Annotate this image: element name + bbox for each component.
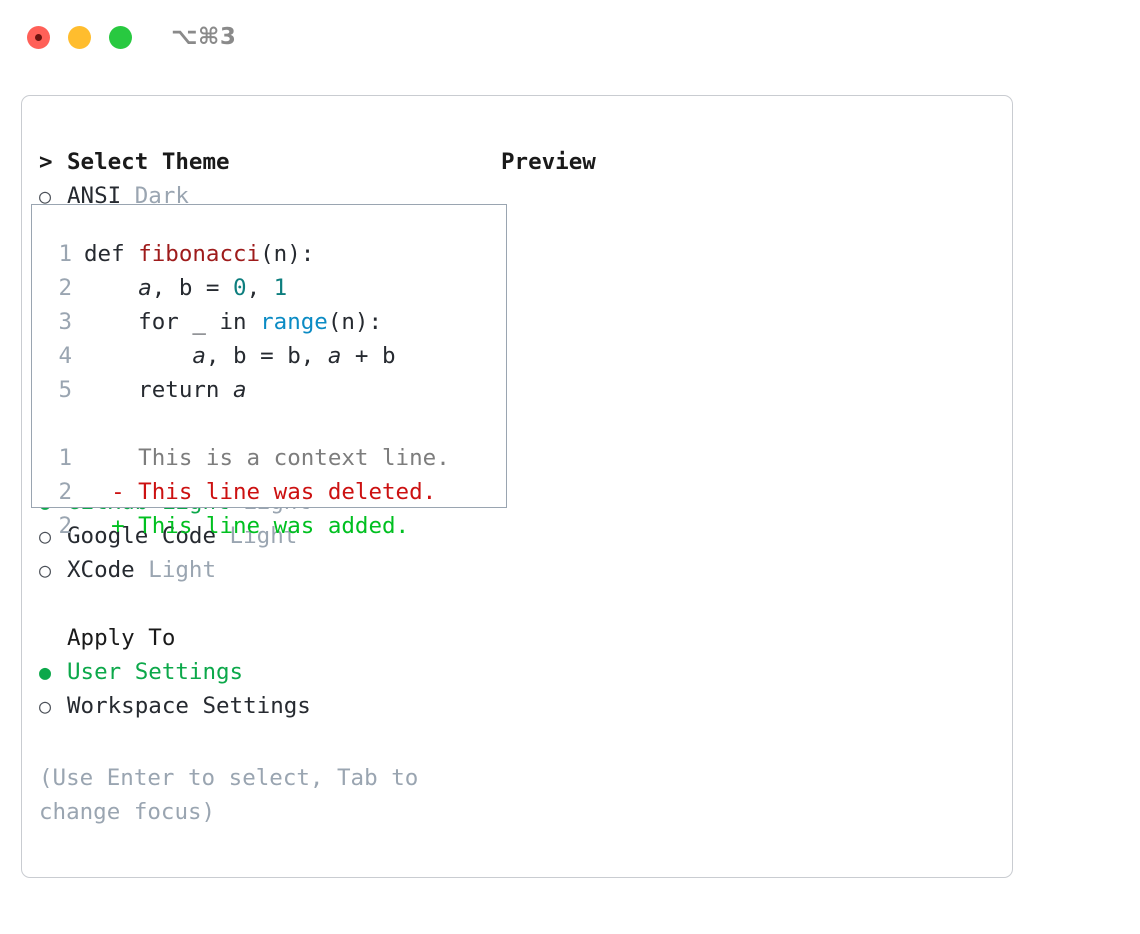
code-token-plain: def — [84, 241, 139, 267]
radio-unselected-icon: ○ — [39, 524, 52, 548]
window-titlebar: ⌥⌘3 — [0, 0, 1140, 78]
code-token-var: a — [138, 275, 152, 301]
keyboard-shortcut-label: ⌥⌘3 — [171, 24, 237, 50]
diff-line-text-del: - This line was deleted. — [84, 479, 437, 505]
minimize-window-icon[interactable] — [68, 26, 91, 49]
code-token-var: a — [233, 377, 247, 403]
theme-picker-header: > Select Theme — [39, 149, 499, 183]
traffic-light-buttons — [27, 26, 132, 49]
diff-line: 2 - This line was deleted. — [46, 479, 506, 513]
code-token-plain: + b — [341, 343, 396, 369]
diff-line-text-context: This is a context line. — [84, 445, 450, 471]
diff-line-number: 2 — [58, 513, 72, 539]
code-line: 3 for _ in range(n): — [46, 309, 506, 343]
diff-line-number: 1 — [58, 445, 72, 471]
prompt-caret-icon: > — [39, 149, 53, 175]
code-line-number: 1 — [58, 241, 72, 267]
theme-variant-tag: Light — [134, 557, 217, 583]
apply-to-header-row: Apply To — [39, 625, 499, 659]
code-line-number: 2 — [58, 275, 72, 301]
maximize-window-icon[interactable] — [109, 26, 132, 49]
diff-line-number: 2 — [58, 479, 72, 505]
code-line: 2 a, b = 0, 1 — [46, 275, 506, 309]
radio-unselected-icon: ○ — [39, 558, 52, 582]
keyboard-hint-text: (Use Enter to select, Tab to change focu… — [39, 765, 419, 825]
code-token-plain — [84, 343, 192, 369]
apply-to-title: Apply To — [67, 625, 176, 651]
code-token-plain: for _ in — [84, 309, 261, 335]
theme-picker-title: Select Theme — [67, 149, 230, 175]
code-token-plain: (n): — [327, 309, 383, 335]
code-token-plain: , b = — [151, 275, 234, 301]
apply-to-option[interactable]: ○ Workspace Settings — [39, 693, 499, 727]
code-token-num: 1 — [273, 275, 288, 301]
apply-to-options: ● User Settings ○ Workspace Settings — [39, 659, 499, 727]
radio-unselected-icon: ○ — [39, 184, 52, 208]
apply-to-label: Workspace Settings — [67, 693, 311, 719]
theme-list-item[interactable]: ○ Google Code Light — [39, 523, 499, 557]
code-token-builtin: range — [260, 309, 328, 335]
theme-variant-tag: Light — [216, 523, 298, 549]
radio-unselected-icon: ○ — [39, 694, 52, 718]
code-line-number: 5 — [58, 377, 72, 403]
code-token-plain: return — [84, 377, 234, 403]
code-line: 4 a, b = b, a + b — [46, 343, 506, 377]
apply-to-header-marker — [39, 627, 67, 650]
preview-column: Preview — [501, 149, 991, 205]
code-diff-spacer — [46, 411, 506, 445]
radio-selected-icon: ● — [39, 660, 52, 684]
apply-to-label: User Settings — [67, 659, 244, 685]
code-token-var: a — [192, 343, 206, 369]
code-token-plain — [84, 275, 138, 301]
apply-to-option[interactable]: ● User Settings — [39, 659, 499, 693]
theme-name-label: XCode — [67, 557, 135, 583]
code-line: 1 def fibonacci(n): — [46, 241, 506, 275]
diff-line-text-add: + This line was added. — [84, 513, 410, 539]
code-token-plain: (n): — [260, 241, 315, 267]
close-window-icon[interactable] — [27, 26, 50, 49]
code-line-number: 3 — [58, 309, 72, 335]
code-token-plain: , b = b, — [205, 343, 328, 369]
diff-line: 2 + This line was added. — [46, 513, 506, 547]
diff-sample: 1 This is a context line.2 - This line w… — [46, 445, 506, 547]
list-spacer — [39, 591, 499, 625]
main-panel: > Select Theme ○ANSI Dark○Atom One Dark○… — [21, 95, 1013, 878]
theme-name-label: Google Code — [67, 523, 217, 549]
diff-line: 1 This is a context line. — [46, 445, 506, 479]
code-token-plain: , — [246, 275, 274, 301]
code-line: 5 return a — [46, 377, 506, 411]
preview-title: Preview — [501, 149, 596, 175]
code-token-func: fibonacci — [138, 241, 261, 267]
code-token-num: 0 — [233, 275, 247, 301]
code-line-number: 4 — [58, 343, 72, 369]
code-token-var: a — [327, 343, 342, 369]
theme-list-item[interactable]: ○ XCode Light — [39, 557, 499, 591]
